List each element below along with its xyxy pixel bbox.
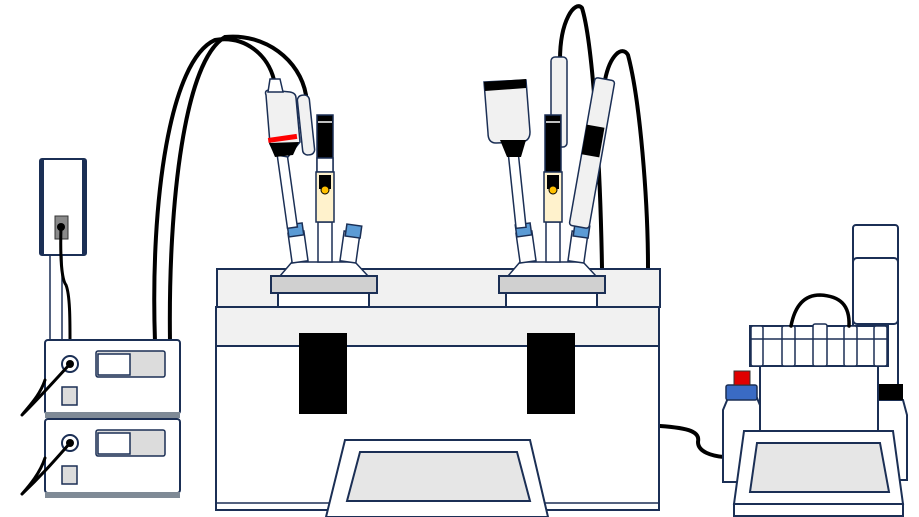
sample-tubes: [750, 323, 888, 367]
rect-shape: [547, 175, 559, 189]
titration-cell-right: [483, 56, 616, 308]
path-shape: [167, 34, 308, 344]
electrode-cables: [152, 4, 726, 459]
rect-shape: [40, 159, 44, 255]
display-left: [299, 333, 347, 414]
path-shape: [558, 4, 604, 270]
rect-shape: [39, 158, 87, 256]
rect-shape: [97, 353, 131, 376]
rect-shape: [725, 384, 758, 401]
rect-shape: [317, 221, 333, 263]
electrode-stand: [39, 158, 87, 342]
path-shape: [278, 261, 370, 277]
dosing-unit-1: [20, 339, 181, 418]
rect-shape: [545, 221, 561, 263]
rect-shape: [852, 257, 899, 325]
rect-shape: [812, 323, 828, 367]
rect-shape: [344, 223, 363, 239]
rect-shape: [507, 148, 527, 230]
rect-shape: [45, 492, 180, 498]
sample-changer: [722, 224, 908, 517]
rect-shape: [544, 114, 562, 174]
path-shape: [658, 424, 726, 459]
path-shape: [484, 79, 526, 91]
path-shape: [59, 225, 72, 342]
rect-shape: [877, 384, 903, 400]
path-shape: [20, 441, 72, 496]
rect-shape: [498, 275, 606, 294]
titrator: [215, 268, 661, 517]
rect-shape: [316, 157, 334, 173]
display-right: [527, 333, 575, 414]
path-shape: [152, 37, 276, 344]
path-shape: [603, 49, 650, 270]
dosing-unit-2: [20, 418, 181, 498]
path-shape: [267, 78, 284, 93]
path-shape: [20, 362, 72, 417]
rect-shape: [781, 325, 796, 367]
path-shape: [506, 261, 598, 277]
path-shape: [345, 451, 532, 502]
rect-shape: [319, 175, 331, 189]
circle-shape: [320, 185, 330, 195]
rect-shape: [215, 306, 660, 347]
rect-shape: [277, 292, 370, 308]
rect-shape: [97, 432, 131, 455]
circle-shape: [548, 185, 558, 195]
rect-shape: [82, 159, 86, 255]
rect-shape: [296, 94, 316, 156]
rect-shape: [505, 292, 598, 308]
path-shape: [269, 142, 299, 157]
rect-shape: [733, 503, 904, 517]
rect-shape: [733, 370, 751, 386]
rect-shape: [750, 325, 764, 367]
rect-shape: [873, 325, 888, 367]
rect-shape: [61, 465, 78, 485]
path-shape: [748, 442, 891, 493]
titration-cell-left: [264, 78, 378, 308]
path-shape: [789, 293, 851, 328]
rect-shape: [759, 364, 879, 436]
rect-shape: [843, 325, 858, 367]
rect-shape: [581, 124, 605, 158]
rect-shape: [270, 275, 378, 294]
path-shape: [500, 140, 526, 157]
rect-shape: [61, 386, 78, 406]
rect-shape: [45, 412, 180, 418]
rect-shape: [275, 148, 299, 230]
rect-shape: [267, 133, 298, 143]
